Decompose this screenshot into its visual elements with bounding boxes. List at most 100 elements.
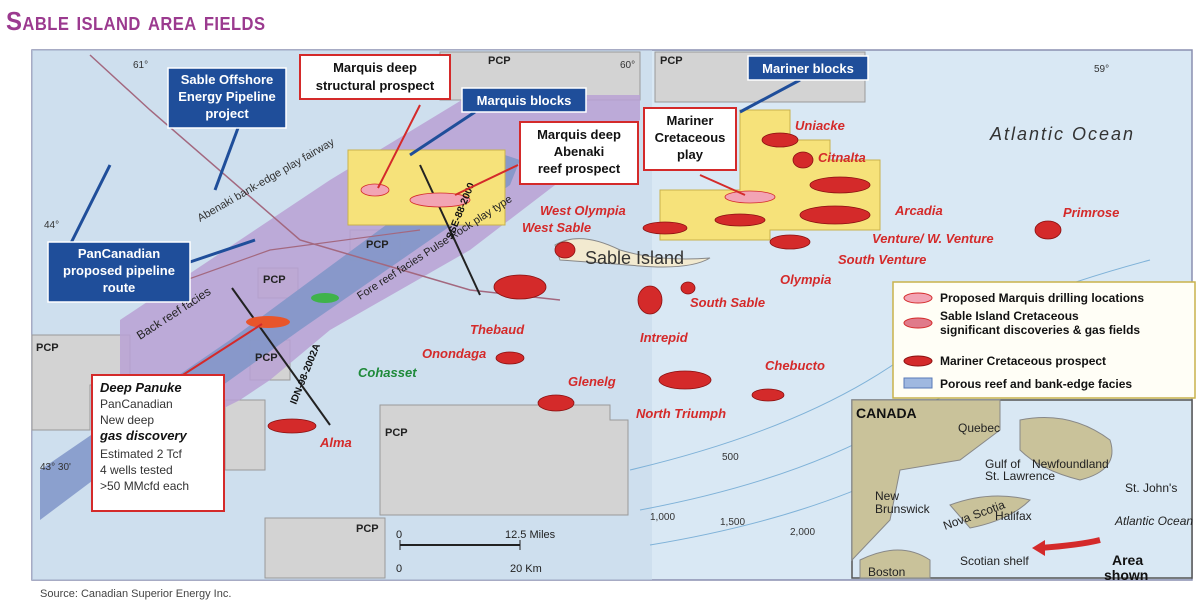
island-label: Sable Island: [585, 248, 684, 268]
callout-line: 4 wells tested: [100, 463, 173, 477]
sable-island: [554, 238, 711, 268]
inset-country: CANADA: [856, 405, 917, 421]
depth-label: 1,000: [650, 512, 675, 523]
scale-label: 20 Km: [510, 563, 542, 575]
scale-bar: 0 12.5 Miles 0 20 Km: [396, 529, 556, 575]
grid-label: 59°: [1094, 64, 1109, 75]
abenaki-fairway: [120, 95, 640, 460]
callout-label: Mariner blocks: [762, 61, 854, 76]
legend-label: Porous reef and bank-edge facies: [940, 377, 1132, 391]
inset-label: Atlantic Ocean: [1114, 514, 1193, 528]
legend-label: Mariner Cretaceous prospect: [940, 354, 1106, 368]
inset-label: New: [875, 489, 899, 503]
callout-line: Abenaki: [554, 144, 605, 159]
field-label: Chebucto: [765, 358, 825, 373]
pcp-label: PCP: [488, 55, 511, 67]
scale-label: 0: [396, 529, 402, 541]
pcp-label: PCP: [366, 239, 389, 251]
inset-label: Halifax: [995, 509, 1032, 523]
field-label: Intrepid: [640, 330, 689, 345]
callout-line: project: [205, 106, 249, 121]
callout-line: proposed pipeline: [63, 263, 175, 278]
marquis-blocks-callout: Marquis blocks: [461, 87, 587, 113]
scale-label: 12.5 Miles: [505, 529, 556, 541]
seismic-line-2: [231, 287, 331, 426]
seismic-line-1: [419, 164, 481, 296]
inset-label: Brunswick: [875, 502, 931, 516]
callout-line: Mariner: [667, 113, 714, 128]
mariner-cretaceous-callout: Mariner Cretaceous play: [643, 107, 737, 171]
field-label: Olympia: [780, 272, 831, 287]
marquis-locations: [360, 183, 776, 208]
legend-label: Sable Island Cretaceous: [940, 309, 1079, 323]
pcp-label: PCP: [255, 352, 278, 364]
pcp-label: PCP: [263, 274, 286, 286]
callout-line: Cretaceous: [655, 130, 726, 145]
callout-leaders: [68, 78, 801, 264]
grid-label: 44°: [44, 220, 59, 231]
grid-label: 61°: [133, 60, 148, 71]
field-label: Citnalta: [818, 150, 866, 165]
grid-label: 60°: [620, 60, 635, 71]
area-shown-label: Area: [1112, 552, 1143, 568]
pancanadian-callout: PanCanadian proposed pipeline route: [47, 241, 191, 303]
marquis-abenaki-callout: Marquis deep Abenaki reef prospect: [519, 121, 639, 185]
depth-label: 2,000: [790, 527, 815, 538]
callout-line: New deep: [100, 413, 154, 427]
sable-offshore-callout: Sable Offshore Energy Pipeline project: [167, 67, 287, 129]
depth-label: 500: [722, 452, 739, 463]
field-label: Primrose: [1063, 205, 1119, 220]
legend-label: Proposed Marquis drilling locations: [940, 291, 1144, 305]
callout-line: reef prospect: [538, 161, 621, 176]
deep-panuke-callout: Deep Panuke PanCanadian New deep gas dis…: [91, 374, 225, 512]
callout-line: Sable Offshore: [181, 72, 273, 87]
area-shown-label: shown: [1104, 567, 1148, 583]
field-label: Uniacke: [795, 118, 845, 133]
callout-line: Deep Panuke: [100, 380, 182, 395]
cohasset-field: [311, 293, 339, 303]
legend: Proposed Marquis drilling locations Sabl…: [892, 281, 1196, 399]
callout-line: >50 MMcfd each: [100, 479, 189, 493]
callout-line: play: [677, 147, 704, 162]
depth-label: 1,500: [720, 517, 745, 528]
inset-label: Gulf of: [985, 457, 1021, 471]
callout-line: PanCanadian: [100, 397, 173, 411]
field-label: Alma: [319, 435, 352, 450]
marquis-structural-callout: Marquis deep structural prospect: [299, 54, 451, 100]
inset-label: St. Lawrence: [985, 469, 1055, 483]
field-label: Arcadia: [894, 203, 943, 218]
pcp-label: PCP: [385, 427, 408, 439]
inset-map: CANADA Quebec Newfoundland Gulf of St. L…: [851, 399, 1193, 583]
field-label: North Triumph: [636, 406, 726, 421]
scale-label: 0: [396, 563, 402, 575]
source-note: Source: Canadian Superior Energy Inc.: [40, 588, 232, 600]
mariner-blocks-callout: Mariner blocks: [747, 55, 869, 81]
inset-label: Newfoundland: [1032, 457, 1109, 471]
page-title: Sable island area fields: [6, 6, 266, 36]
callout-line: Energy Pipeline: [178, 89, 276, 104]
field-label: Cohasset: [358, 365, 417, 380]
pcp-label: PCP: [660, 55, 683, 67]
inset-label: Boston: [868, 565, 905, 579]
callout-line: Marquis deep: [333, 60, 417, 75]
deep-panuke-field: [246, 316, 290, 328]
callout-line: route: [103, 280, 136, 295]
inset-label: St. John's: [1125, 481, 1177, 495]
field-label: Glenelg: [568, 374, 616, 389]
field-label: Venture/ W. Venture: [872, 231, 994, 246]
field-label: South Sable: [690, 295, 765, 310]
legend-label: significant discoveries & gas fields: [940, 323, 1140, 337]
field-label: West Olympia: [540, 203, 626, 218]
field-label: Onondaga: [422, 346, 486, 361]
pcp-label: PCP: [36, 342, 59, 354]
inset-label: Scotian shelf: [960, 554, 1029, 568]
callout-line: Estimated 2 Tcf: [100, 447, 182, 461]
callout-line: structural prospect: [316, 78, 435, 93]
grid-label: 43° 30': [40, 462, 71, 473]
callout-line: gas discovery: [99, 428, 187, 443]
field-label: South Venture: [838, 252, 926, 267]
callout-label: Marquis blocks: [477, 93, 572, 108]
callout-line: Marquis deep: [537, 127, 621, 142]
gas-fields: [267, 132, 1062, 434]
